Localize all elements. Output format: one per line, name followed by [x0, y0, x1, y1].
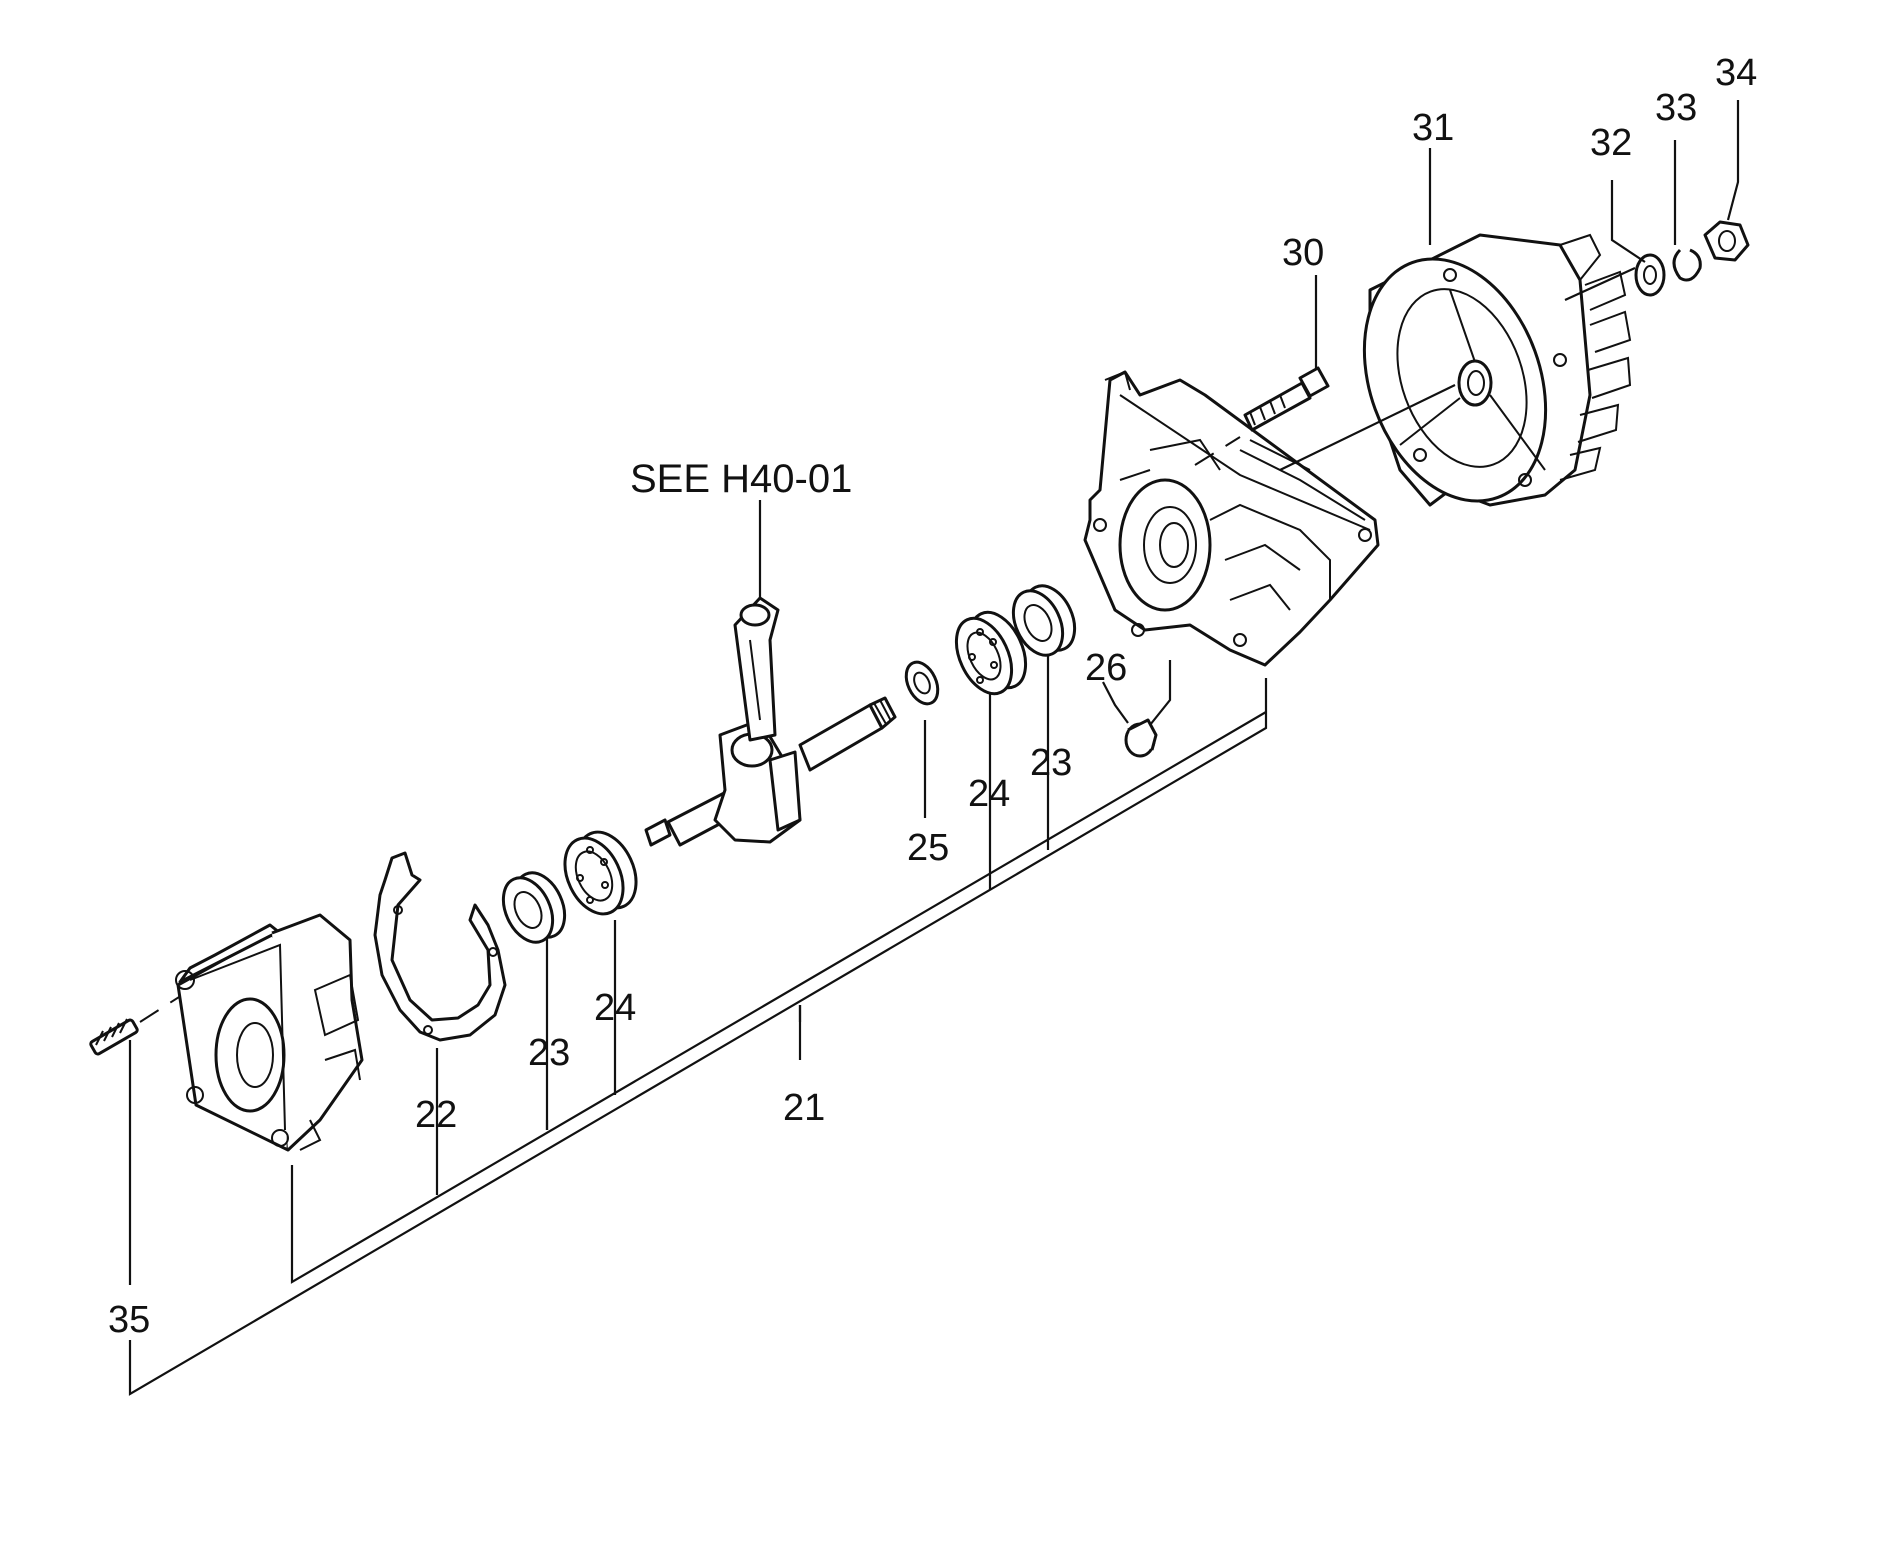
callout-34: 34 — [1715, 52, 1757, 94]
reference-note: SEE H40-01 — [630, 457, 852, 501]
part-24a-ball-bearing — [563, 830, 638, 916]
callout-25: 25 — [907, 827, 949, 869]
callout-23b: 23 — [1030, 742, 1072, 784]
callout-26: 26 — [1085, 647, 1127, 689]
callout-22: 22 — [415, 1094, 457, 1136]
crankshaft-connecting-rod — [644, 596, 897, 847]
callout-24a: 24 — [594, 987, 636, 1029]
callout-35: 35 — [108, 1299, 150, 1341]
part-23b-seal — [1011, 584, 1077, 657]
part-24b-ball-bearing — [954, 610, 1028, 696]
assembly-bracket-lines — [128, 500, 1268, 1396]
part-26-plug — [1102, 660, 1172, 758]
crankcase-left-half — [175, 913, 364, 1152]
callout-30: 30 — [1282, 232, 1324, 274]
crankcase-right-half — [1083, 370, 1380, 667]
callout-33: 33 — [1655, 87, 1697, 129]
part-25-washer — [904, 660, 940, 706]
part-30-bolt — [1194, 275, 1330, 466]
part-22-gasket — [373, 851, 507, 1042]
callout-32: 32 — [1590, 122, 1632, 164]
callout-21: 21 — [783, 1087, 825, 1129]
part-32-washer — [1564, 180, 1666, 302]
callout-24b: 24 — [968, 773, 1010, 815]
part-33-spring-washer — [1672, 140, 1702, 282]
part-31-flywheel — [1279, 148, 1632, 507]
callout-labels: 21 22 23 24 25 24 23 26 30 31 32 33 34 3… — [108, 52, 1757, 1341]
part-34-nut — [1703, 100, 1750, 262]
callout-23a: 23 — [528, 1032, 570, 1074]
part-23a-seal — [501, 871, 567, 944]
callout-31: 31 — [1412, 107, 1454, 149]
part-35-stud-bolt — [89, 989, 191, 1056]
